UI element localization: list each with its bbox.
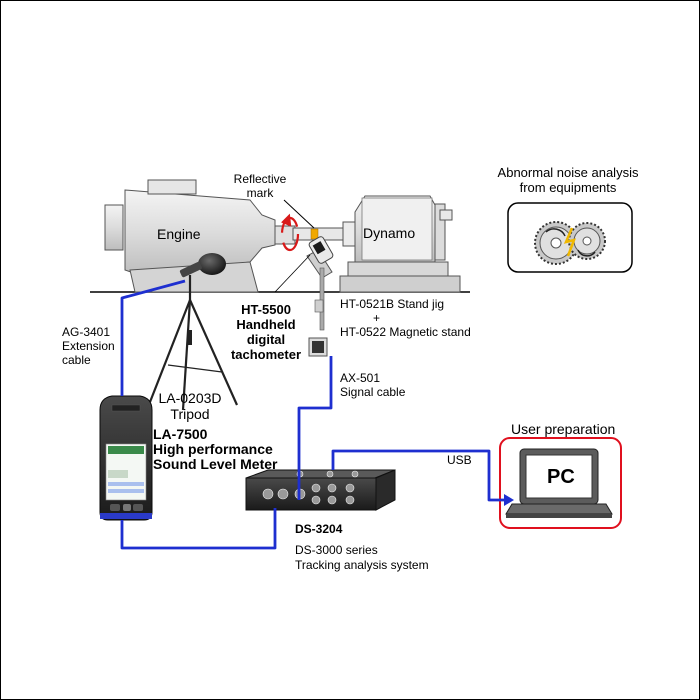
extension-cable [120, 279, 186, 396]
tachometer-desc1: Handheld [236, 317, 296, 332]
extension-cable-label: AG-3401 Extension cable [62, 325, 115, 367]
tachometer-illustration [306, 236, 334, 279]
tachometer-desc2: digital [246, 332, 286, 347]
reflective-mark-label-line2: mark [246, 186, 274, 200]
signal-cable-line2: Signal cable [340, 385, 406, 399]
tachometer-desc3: tachometer [230, 347, 302, 362]
tripod-line2: Tripod [170, 406, 210, 422]
ds-3204-illustration [245, 469, 396, 511]
ds-description-label: DS-3000 series Tracking analysis system [295, 543, 429, 573]
signal-cable-model: AX-501 [340, 371, 381, 385]
tachometer-label: HT-5500 Handheld digital tachometer [222, 302, 310, 362]
stand-jig-line3: HT-0522 Magnetic stand [340, 325, 471, 339]
ds-desc-line2: Tracking analysis system [295, 558, 429, 572]
ds-model-label: DS-3204 [295, 522, 343, 536]
usb-cable [331, 449, 510, 502]
usb-arrow-icon [504, 494, 514, 506]
rotation-arrow-icon [280, 213, 300, 252]
slm-model: LA-7500 [153, 426, 208, 442]
microphone-icon [179, 253, 226, 278]
dynamo-label: Dynamo [363, 225, 416, 241]
stand-jig-plus: + [373, 311, 381, 325]
reflective-mark-leader [283, 199, 315, 229]
ds-desc-line1: DS-3000 series [295, 543, 378, 557]
sound-level-meter-label: LA-7500 High performance Sound Level Met… [153, 427, 277, 472]
sound-level-meter-illustration [99, 395, 153, 521]
tripod-label: LA-0203D Tripod [148, 390, 232, 422]
extension-cable-model: AG-3401 [62, 325, 111, 339]
signal-cable [297, 356, 333, 500]
slm-line3: Sound Level Meter [153, 456, 278, 472]
reflective-mark-label-line1: Reflective [233, 172, 287, 186]
slm-line2: High performance [153, 441, 273, 457]
signal-cable-label: AX-501 Signal cable [340, 371, 405, 399]
pc-label: PC [547, 466, 575, 488]
abnormal-noise-label: Abnormal noise analysis from equipments [479, 165, 657, 195]
slm-to-ds-cable [120, 508, 277, 550]
usb-label: USB [447, 453, 472, 467]
stand-illustration [308, 267, 328, 357]
abnormal-noise-line1: Abnormal noise analysis [497, 165, 639, 180]
extension-cable-line3: cable [62, 353, 91, 367]
extension-cable-line2: Extension [62, 339, 115, 353]
user-preparation-label: User preparation [511, 421, 616, 437]
stand-jig-line1: HT-0521B Stand jig [340, 297, 445, 311]
tachometer-model: HT-5500 [241, 302, 291, 317]
abnormal-noise-line2: from equipments [519, 180, 617, 195]
dynamo-illustration [339, 195, 461, 293]
engine-illustration [104, 179, 296, 293]
tachometer-leader [274, 254, 311, 293]
gear-icon [534, 221, 606, 265]
laptop-icon [505, 448, 613, 518]
tripod-model: LA-0203D [158, 390, 222, 406]
reflective-mark-label: Reflective mark [230, 172, 290, 200]
engine-label: Engine [157, 226, 201, 242]
stand-jig-label: HT-0521B Stand jig + HT-0522 Magnetic st… [340, 297, 471, 339]
tripod-illustration [148, 275, 239, 411]
reflective-mark-patch [310, 228, 319, 240]
